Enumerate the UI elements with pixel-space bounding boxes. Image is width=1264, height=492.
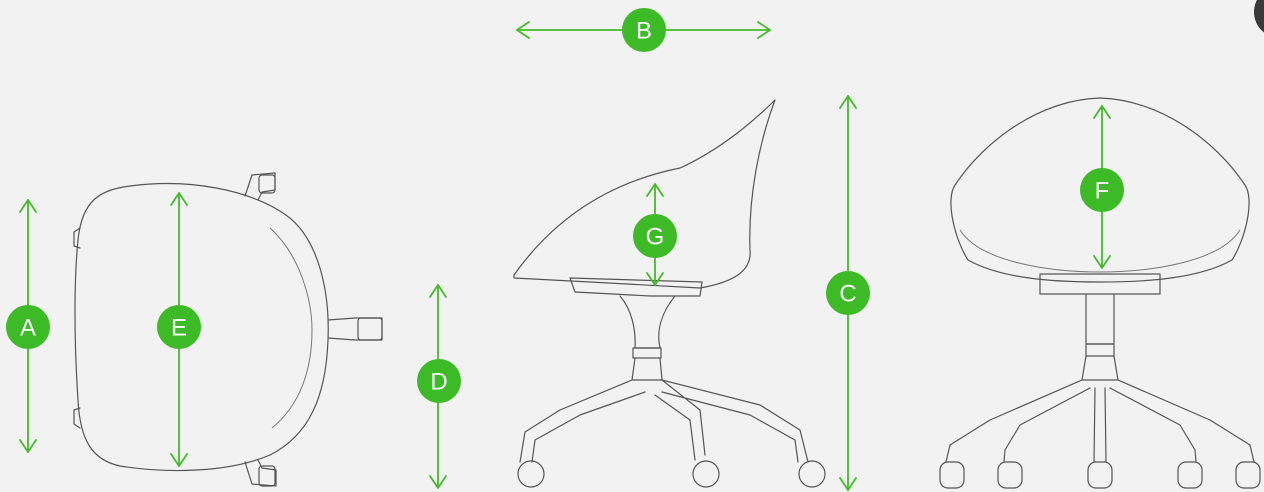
chair-front-view xyxy=(939,97,1261,489)
dimension-c-label: C xyxy=(839,281,856,308)
chair-side-view xyxy=(513,99,826,488)
dimension-c-badge: C xyxy=(826,271,870,315)
dimension-f-badge: F xyxy=(1080,168,1124,212)
dimension-b-badge: B xyxy=(622,8,666,52)
dimension-g-label: G xyxy=(646,224,665,251)
dimension-d-badge: D xyxy=(417,359,461,403)
dimension-b-label: B xyxy=(636,18,652,45)
dimension-g-badge: G xyxy=(633,214,677,258)
dimension-f-label: F xyxy=(1095,178,1110,205)
dimension-e-label: E xyxy=(171,315,187,342)
dimension-e-badge: E xyxy=(157,305,201,349)
dimension-a-label: A xyxy=(20,315,36,342)
dimension-a-badge: A xyxy=(6,305,50,349)
dimension-d-label: D xyxy=(430,369,447,396)
corner-tab xyxy=(1254,0,1264,33)
chair-top-view xyxy=(73,172,383,487)
